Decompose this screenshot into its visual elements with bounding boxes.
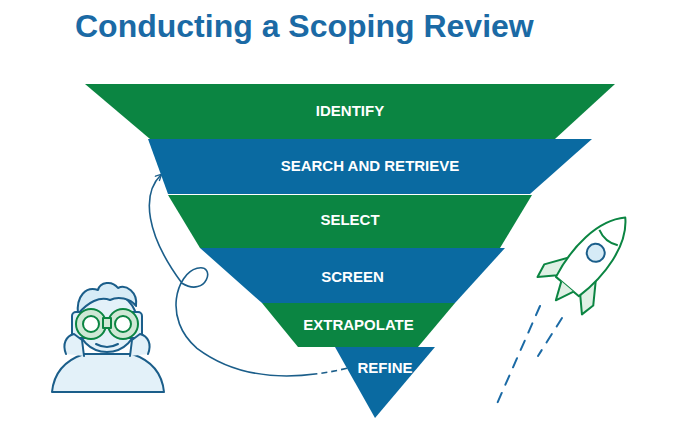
rocket-illustration	[531, 197, 649, 321]
band-shape	[335, 347, 435, 418]
funnel-band: IDENTIFY	[85, 84, 615, 139]
band-fill	[85, 84, 615, 139]
band-label: SCREEN	[200, 268, 505, 286]
band-label: REFINE	[335, 359, 435, 377]
funnel-band: SELECT	[168, 195, 532, 248]
band-label: EXTRAPOLATE	[262, 316, 455, 334]
band-fill	[262, 303, 455, 347]
band-label: IDENTIFY	[85, 102, 615, 120]
band-label: SELECT	[168, 211, 532, 229]
funnel-band: SCREEN	[200, 248, 505, 303]
diagram-title: Conducting a Scoping Review	[75, 8, 534, 45]
band-fill	[168, 195, 532, 248]
funnel-band: EXTRAPOLATE	[262, 303, 455, 347]
funnel-band: SEARCH AND RETRIEVE	[148, 139, 592, 194]
speed-trails	[496, 306, 562, 406]
band-fill	[200, 248, 505, 303]
person-illustration	[52, 283, 164, 392]
band-fill	[335, 347, 435, 418]
funnel-band: REFINE	[335, 347, 435, 418]
band-label: SEARCH AND RETRIEVE	[148, 157, 592, 175]
band-fill	[148, 139, 592, 194]
